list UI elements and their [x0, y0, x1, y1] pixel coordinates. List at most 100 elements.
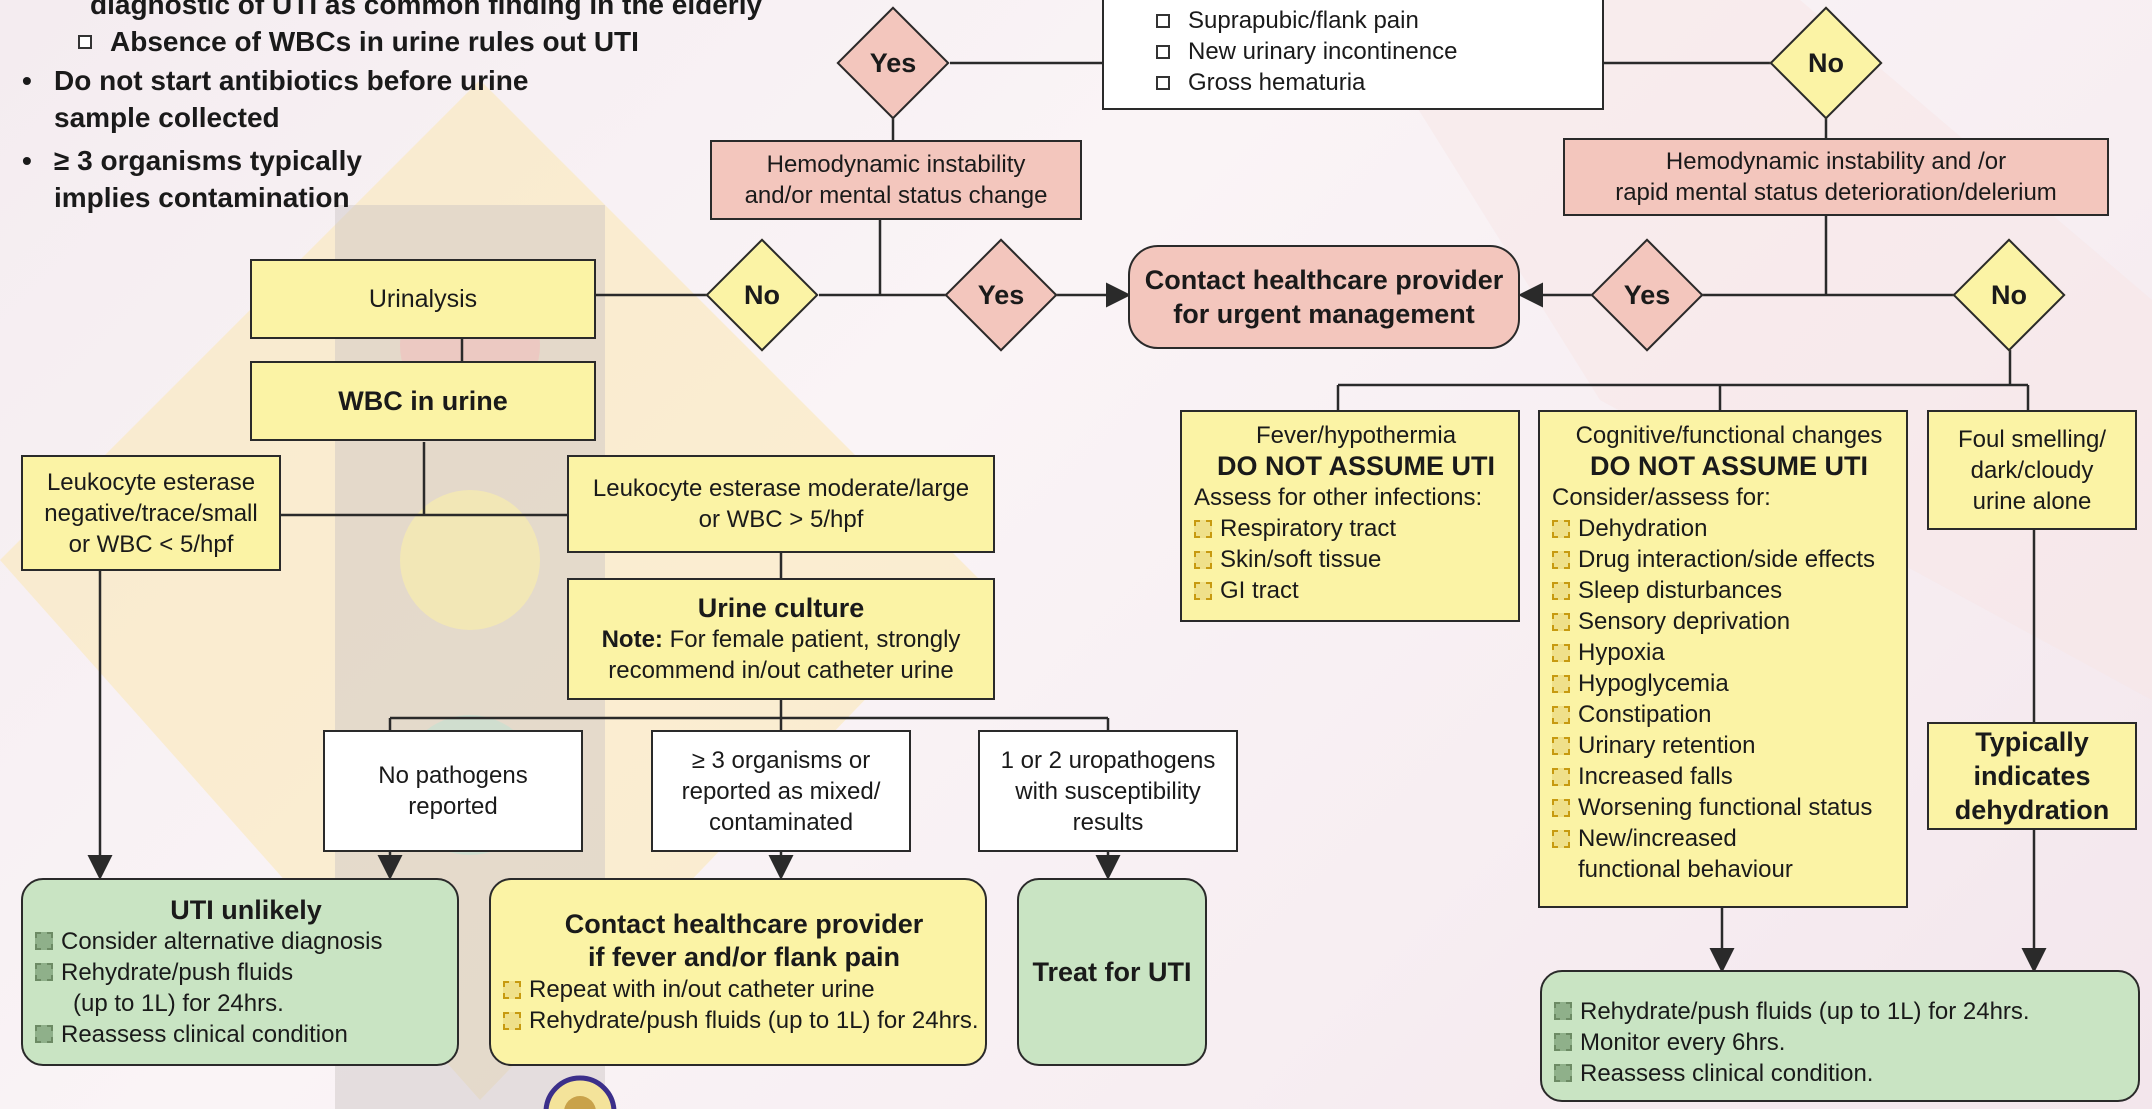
cognitive-item-text: New/increased — [1578, 825, 1737, 852]
notes-bullet-1-line2: sample collected — [54, 102, 280, 133]
hemo-left-line2: and/or mental status change — [744, 182, 1048, 209]
notes-bullet-1: • Do not start antibiotics before urine … — [14, 62, 762, 136]
square-bullet-icon — [1156, 75, 1170, 90]
foul-line3: urine alone — [1972, 487, 2092, 515]
uropath-line2: with susceptibility — [1015, 777, 1201, 805]
checkbox-icon — [1552, 612, 1570, 631]
cognitive-item-text: Hypoglycemia — [1578, 670, 1729, 697]
square-bullet-icon — [1156, 44, 1170, 59]
checkbox-icon — [1194, 581, 1212, 600]
final-item: Rehydrate/push fluids (up to 1L) for 24h… — [1554, 996, 2030, 1027]
cognitive-item-text: Sensory deprivation — [1578, 608, 1791, 635]
cognitive-item: Dehydration — [1552, 513, 1707, 544]
cognitive-box: Cognitive/functional changes DO NOT ASSU… — [1538, 410, 1908, 908]
three-org-line2: reported as mixed/ — [681, 777, 881, 805]
hemo-right-line2: rapid mental status deterioration/deleri… — [1615, 179, 2057, 206]
leuk-neg-line3: or WBC < 5/hpf — [68, 530, 234, 558]
cognitive-line2: DO NOT ASSUME UTI — [1589, 451, 1868, 481]
hemodynamic-right-box: Hemodynamic instability and /or rapid me… — [1563, 138, 2109, 216]
final-item-text: Rehydrate/push fluids (up to 1L) for 24h… — [1580, 997, 2030, 1025]
leuk-neg-line2: negative/trace/small — [44, 499, 258, 527]
fever-line3: Assess for other infections: — [1194, 484, 1483, 511]
final-item: Monitor every 6hrs. — [1554, 1027, 1785, 1058]
three-org-line3: contaminated — [708, 808, 854, 836]
symptom-text: Gross hematuria — [1188, 69, 1366, 96]
checkbox-icon — [1552, 767, 1570, 786]
checkbox-icon — [35, 932, 53, 950]
checkbox-icon — [1552, 581, 1570, 600]
decision-label-yes-right: Yes — [1623, 279, 1671, 310]
checkbox-icon — [35, 963, 53, 981]
treat-uti-box: Treat for UTI — [1017, 878, 1207, 1066]
notes-bullet-2-line1: ≥ 3 organisms typically — [54, 145, 362, 176]
uti-unlikely-item: Rehydrate/push fluids — [35, 957, 293, 988]
cognitive-item: Hypoglycemia — [1552, 668, 1729, 699]
no-pathogens-box: No pathogens reported — [323, 730, 583, 852]
final-actions-box: Rehydrate/push fluids (up to 1L) for 24h… — [1540, 970, 2140, 1102]
leukocyte-positive-box: Leukocyte esterase moderate/large or WBC… — [567, 455, 995, 553]
fever-item: GI tract — [1194, 575, 1299, 606]
uti-unlikely-indent: (up to 1L) for 24hrs. — [73, 989, 284, 1017]
cognitive-line1: Cognitive/functional changes — [1575, 422, 1883, 449]
leukocyte-negative-box: Leukocyte esterase negative/trace/small … — [21, 455, 281, 571]
uti-unlikely-box: UTI unlikely Consider alternative diagno… — [21, 878, 459, 1066]
fever-item-text: Skin/soft tissue — [1220, 546, 1382, 573]
hemo-right-line1: Hemodynamic instability and /or — [1665, 148, 2007, 175]
logo-icon — [543, 1075, 617, 1109]
note-label: Note: — [601, 625, 663, 653]
contact-fever-line1: Contact healthcare provider — [564, 909, 924, 939]
cognitive-item: Drug interaction/side effects — [1552, 544, 1875, 575]
notes-partial-line: diagnostic of UTI as common finding in t… — [90, 0, 763, 20]
checkbox-icon — [1552, 643, 1570, 662]
notes-sub-item: Absence of WBCs in urine rules out UTI — [14, 23, 762, 60]
symptom-item: New urinary incontinence — [1116, 36, 1457, 67]
symptoms-box: Suprapubic/flank pain New urinary incont… — [1102, 0, 1604, 110]
checkbox-icon — [1554, 1002, 1572, 1020]
cognitive-item-text: Increased falls — [1578, 763, 1733, 790]
bullet-icon: • — [22, 65, 32, 96]
cognitive-item-text: Constipation — [1578, 701, 1712, 728]
urine-culture-box: Urine culture Note: For female patient, … — [567, 578, 995, 700]
cognitive-item-text: Sleep disturbances — [1578, 577, 1783, 604]
symptom-item: Gross hematuria — [1116, 67, 1365, 98]
foul-line1: Foul smelling/ — [1957, 425, 2107, 453]
symptom-text: Suprapubic/flank pain — [1188, 7, 1419, 34]
hemodynamic-left-box: Hemodynamic instability and/or mental st… — [710, 140, 1082, 220]
uropath-line1: 1 or 2 uropathogens — [1000, 746, 1216, 774]
urine-culture-title: Urine culture — [697, 592, 865, 623]
uti-unlikely-item-text: Rehydrate/push fluids — [61, 958, 294, 986]
cognitive-item: Urinary retention — [1552, 730, 1755, 761]
cognitive-item: Increased falls — [1552, 761, 1733, 792]
typically-line2: indicates — [1973, 761, 2091, 791]
urine-culture-line1: For female patient, strongly — [669, 625, 961, 653]
checkbox-icon — [1552, 519, 1570, 538]
hemo-left-line1: Hemodynamic instability — [766, 151, 1026, 178]
urine-culture-note: Note: For female patient, strongly — [602, 624, 961, 655]
final-item-text: Monitor every 6hrs. — [1580, 1028, 1786, 1056]
checkbox-icon — [1554, 1033, 1572, 1051]
checkbox-icon — [1554, 1064, 1572, 1082]
typically-dehydration-box: Typically indicates dehydration — [1927, 722, 2137, 830]
uti-unlikely-item-text: Reassess clinical condition — [61, 1020, 348, 1048]
cognitive-item-text: Hypoxia — [1578, 639, 1665, 666]
fever-item: Skin/soft tissue — [1194, 544, 1381, 575]
typically-line3: dehydration — [1954, 795, 2110, 825]
fever-item-text: Respiratory tract — [1220, 515, 1397, 542]
leuk-pos-line2: or WBC > 5/hpf — [698, 506, 864, 533]
three-organisms-box: ≥ 3 organisms or reported as mixed/ cont… — [651, 730, 911, 852]
contact-fever-item-text: Rehydrate/push fluids (up to 1L) for 24h… — [529, 1007, 979, 1034]
final-item-text: Reassess clinical condition. — [1580, 1059, 1874, 1087]
square-bullet-icon — [1156, 13, 1170, 28]
cognitive-item: Hypoxia — [1552, 637, 1665, 668]
leuk-neg-line1: Leukocyte esterase — [46, 468, 256, 496]
cognitive-line3: Consider/assess for: — [1552, 484, 1771, 511]
notes-sub-item-text: Absence of WBCs in urine rules out UTI — [110, 26, 639, 57]
decision-label-no-right: No — [1991, 279, 2027, 310]
contact-urgent-box: Contact healthcare provider for urgent m… — [1128, 245, 1520, 349]
cognitive-item: Constipation — [1552, 699, 1711, 730]
uti-unlikely-item: Consider alternative diagnosis — [35, 926, 383, 957]
notes-bullet-2-line2: implies contamination — [54, 182, 350, 213]
cognitive-item: Sleep disturbances — [1552, 575, 1782, 606]
wbc-in-urine-box: WBC in urine — [250, 361, 596, 441]
contact-urgent-line2: for urgent management — [1173, 299, 1475, 329]
